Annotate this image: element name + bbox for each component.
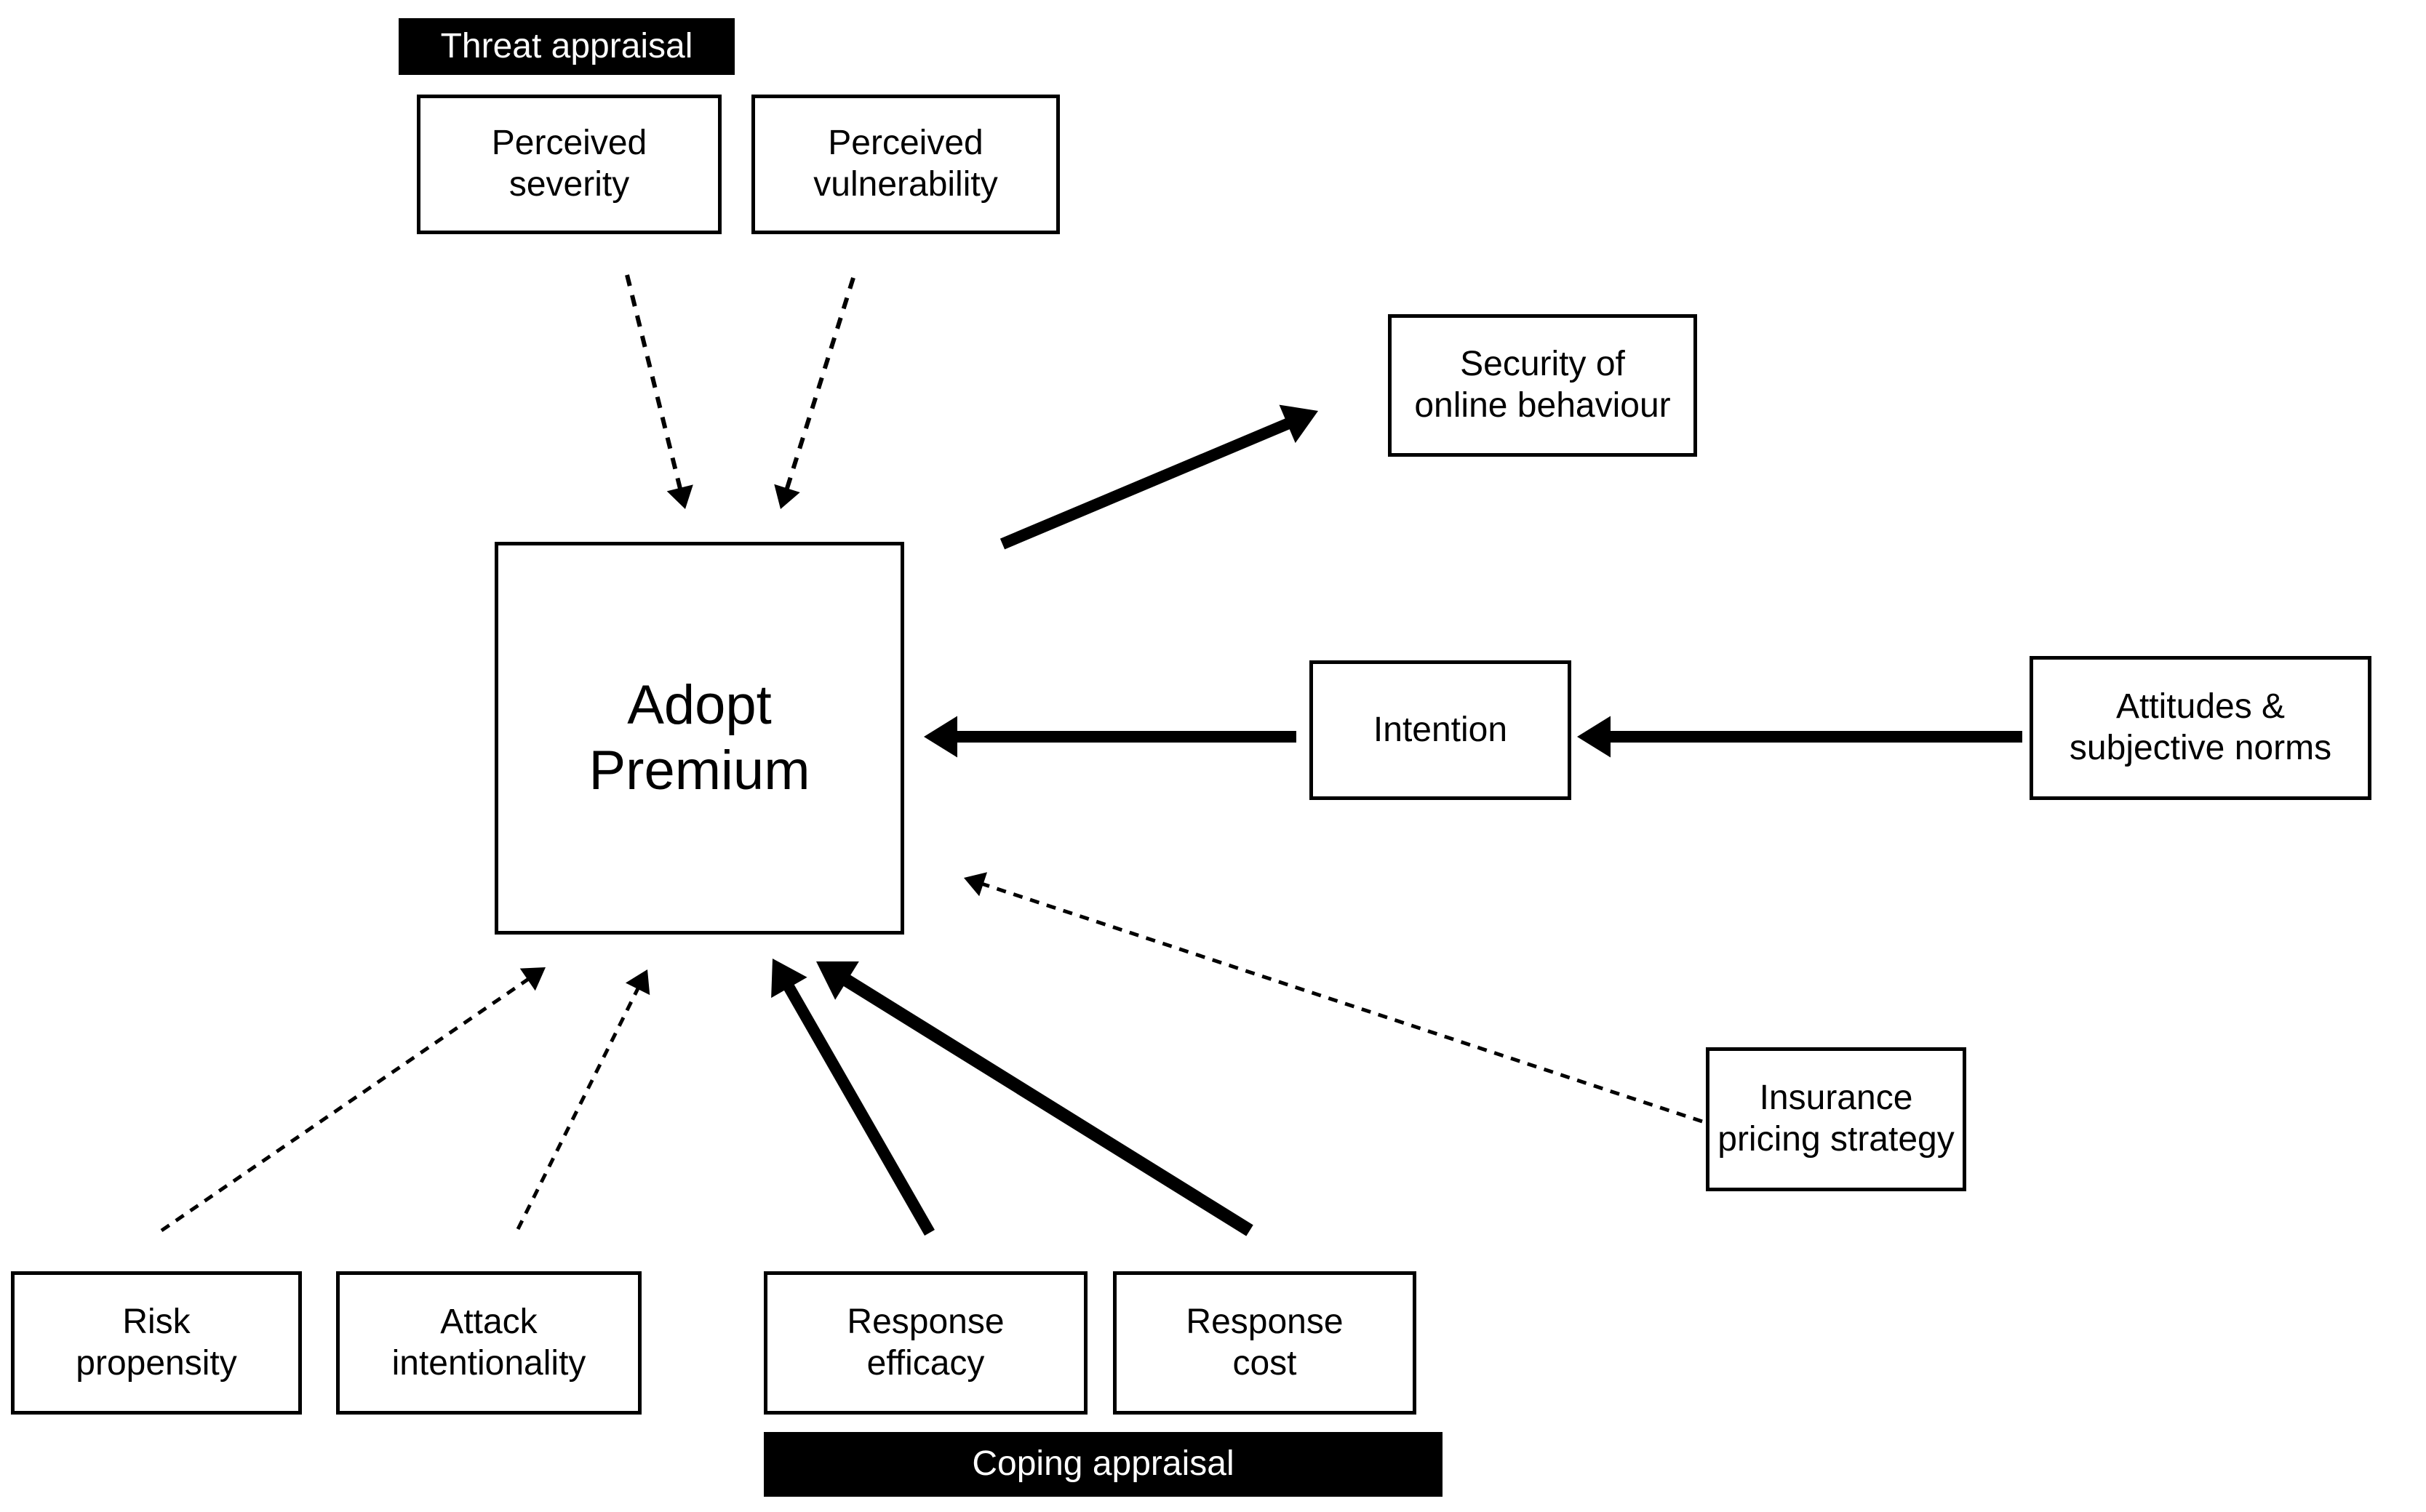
band-threat-appraisal[interactable]: Threat appraisal — [399, 18, 735, 75]
node-risk-propensity[interactable]: Risk propensity — [11, 1271, 302, 1415]
adopt-premium-label: Adopt Premium — [588, 674, 810, 801]
edge-line — [625, 274, 685, 496]
edge-arrowhead — [1577, 716, 1611, 758]
edge-risk-to-adopt — [160, 967, 546, 1233]
edge-insurance-to-adopt — [964, 872, 1703, 1124]
edge-arrowhead — [625, 969, 650, 996]
node-attack-intentionality[interactable]: Attack intentionality — [336, 1271, 642, 1415]
response-efficacy-label: Response efficacy — [847, 1302, 1005, 1383]
attack-intentionality-label: Attack intentionality — [391, 1302, 586, 1383]
edge-cost-to-adopt — [816, 961, 1253, 1236]
edge-attitudes-to-intention — [1577, 716, 2022, 758]
intention-label: Intention — [1373, 710, 1508, 749]
band-coping-appraisal[interactable]: Coping appraisal — [764, 1432, 1443, 1497]
edge-arrowhead — [771, 959, 807, 999]
edge-arrowhead — [1279, 404, 1318, 444]
edge-arrowhead — [519, 967, 546, 991]
edge-arrowhead — [774, 484, 800, 509]
edge-line — [975, 880, 1703, 1124]
node-adopt-premium[interactable]: Adopt Premium — [495, 542, 904, 935]
edge-severity-to-adopt — [625, 274, 693, 509]
edge-line — [832, 968, 1253, 1236]
edge-efficacy-to-adopt — [771, 959, 935, 1236]
edge-line — [782, 277, 855, 497]
node-intention[interactable]: Intention — [1309, 660, 1571, 800]
edge-intention-to-adopt — [924, 716, 1296, 758]
edge-line — [778, 974, 935, 1236]
edge-line — [999, 414, 1301, 550]
perceived-vulnerability-label: Perceived vulnerability — [813, 124, 998, 204]
threat-appraisal-label: Threat appraisal — [440, 26, 693, 65]
edge-arrowhead — [816, 961, 859, 1000]
edge-line — [160, 973, 535, 1233]
coping-appraisal-label: Coping appraisal — [972, 1444, 1234, 1484]
node-perceived-vulnerability[interactable]: Perceived vulnerability — [751, 95, 1060, 234]
node-response-cost[interactable]: Response cost — [1113, 1271, 1416, 1415]
security-online-label: Security of online behaviour — [1414, 345, 1671, 425]
attitudes-norms-label: Attitudes & subjective norms — [2069, 687, 2332, 767]
edge-arrowhead — [666, 484, 693, 509]
edge-vulnerability-to-adopt — [774, 277, 855, 509]
response-cost-label: Response cost — [1186, 1302, 1344, 1383]
node-perceived-severity[interactable]: Perceived severity — [417, 95, 722, 234]
insurance-pricing-label: Insurance pricing strategy — [1717, 1079, 1955, 1159]
edge-line — [516, 981, 643, 1231]
risk-propensity-label: Risk propensity — [76, 1302, 237, 1383]
edge-arrowhead — [964, 872, 988, 897]
edge-arrowhead — [924, 716, 957, 758]
edge-adopt-to-security — [999, 404, 1318, 550]
perceived-severity-label: Perceived severity — [491, 124, 647, 204]
node-attitudes-norms[interactable]: Attitudes & subjective norms — [2030, 656, 2371, 800]
node-security-online[interactable]: Security of online behaviour — [1388, 314, 1697, 457]
edge-attack-to-adopt — [516, 969, 650, 1231]
node-insurance-pricing[interactable]: Insurance pricing strategy — [1706, 1047, 1966, 1191]
node-response-efficacy[interactable]: Response efficacy — [764, 1271, 1088, 1415]
